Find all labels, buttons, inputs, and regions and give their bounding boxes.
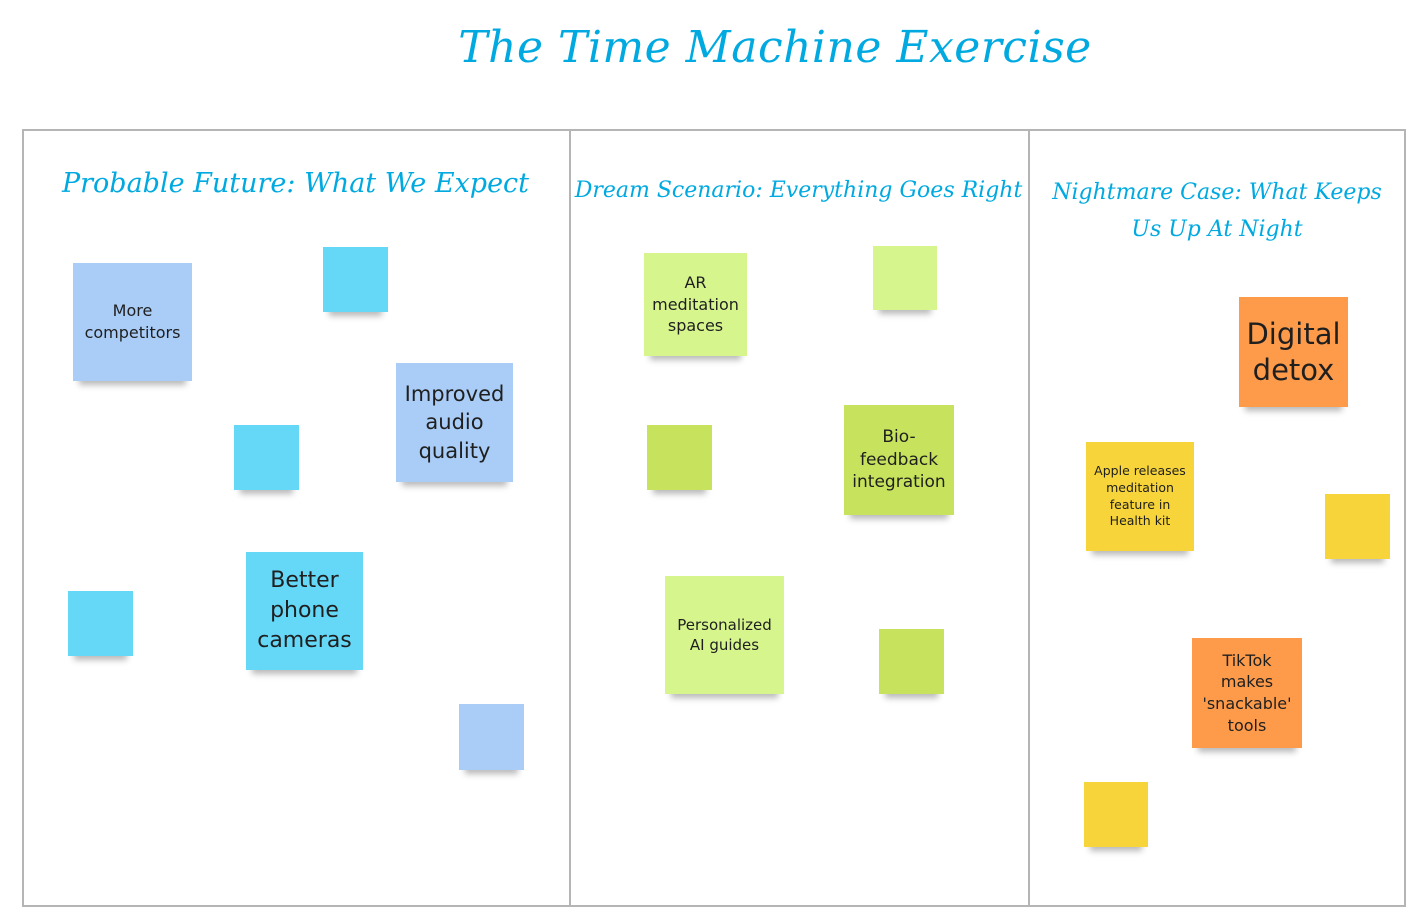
sticky-note-text: Bio-feedback integration xyxy=(852,426,946,493)
sticky-note[interactable]: Personalized AI guides xyxy=(665,576,784,694)
sticky-note-empty[interactable] xyxy=(68,591,133,656)
column-heading-nightmare-line2: Us Up At Night xyxy=(1131,217,1303,242)
sticky-note[interactable]: Improved audio quality xyxy=(396,363,513,482)
column-heading-nightmare-line1: Nightmare Case: What Keeps xyxy=(1052,180,1382,205)
column-divider xyxy=(1028,131,1030,905)
sticky-note-text: Personalized AI guides xyxy=(677,615,772,654)
sticky-note[interactable]: Bio-feedback integration xyxy=(844,405,954,515)
sticky-note[interactable]: AR meditation spaces xyxy=(644,253,747,356)
sticky-note-text: Better phone cameras xyxy=(257,568,352,653)
board-frame xyxy=(22,129,1406,907)
sticky-note-empty[interactable] xyxy=(459,704,524,770)
sticky-note[interactable]: TikTok makes 'snackable' tools xyxy=(1192,638,1302,748)
column-divider xyxy=(569,131,571,905)
sticky-note-empty[interactable] xyxy=(1084,782,1148,847)
sticky-note[interactable]: Digital detox xyxy=(1239,297,1348,407)
sticky-note-text: Digital detox xyxy=(1246,316,1341,387)
sticky-note-text: More competitors xyxy=(84,301,181,342)
sticky-note-text: TikTok makes 'snackable' tools xyxy=(1202,650,1292,735)
column-heading-probable: Probable Future: What We Expect xyxy=(61,168,530,199)
sticky-note-empty[interactable] xyxy=(323,247,388,312)
sticky-note-text: AR meditation spaces xyxy=(652,273,739,336)
sticky-note-empty[interactable] xyxy=(879,629,944,694)
page-title: The Time Machine Exercise xyxy=(458,22,1092,73)
sticky-note[interactable]: Better phone cameras xyxy=(246,552,363,670)
sticky-note[interactable]: More competitors xyxy=(73,263,192,381)
sticky-note[interactable]: Apple releases meditation feature in Hea… xyxy=(1086,442,1194,551)
sticky-note-text: Apple releases meditation feature in Hea… xyxy=(1094,462,1186,529)
sticky-note-text: Improved audio quality xyxy=(404,381,505,463)
sticky-note-empty[interactable] xyxy=(873,246,937,310)
sticky-note-empty[interactable] xyxy=(647,425,712,490)
sticky-note-empty[interactable] xyxy=(234,425,299,490)
column-heading-dream: Dream Scenario: Everything Goes Right xyxy=(574,178,1023,203)
sticky-note-empty[interactable] xyxy=(1325,494,1390,559)
